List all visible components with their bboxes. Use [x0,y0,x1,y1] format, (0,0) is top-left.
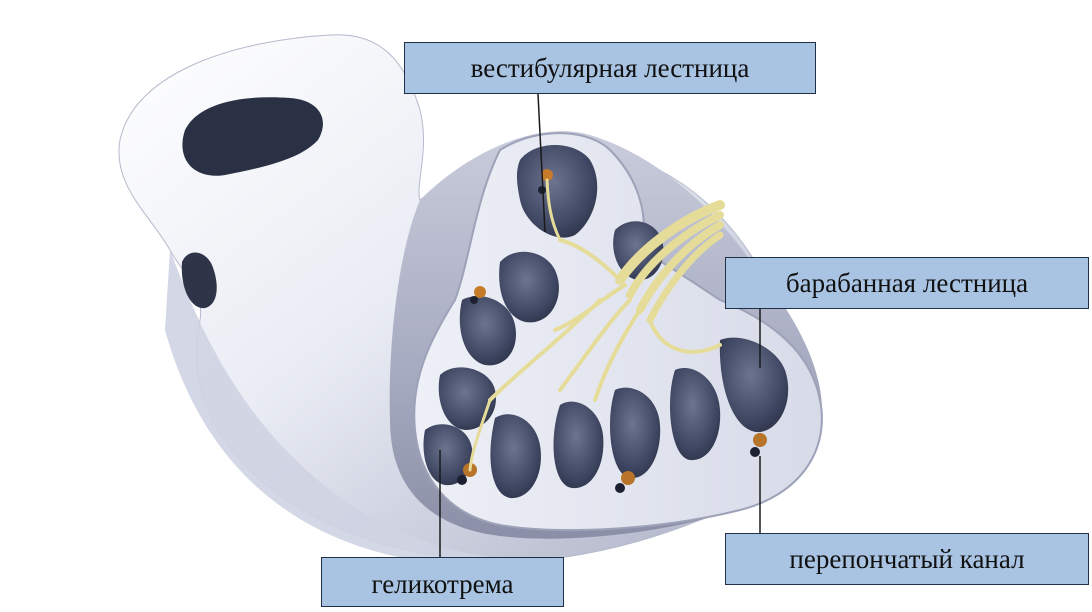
label-helicotrema: геликотрема [321,557,564,607]
label-tympanic-scala: барабанная лестница [725,257,1089,309]
label-vestibular-scala: вестибулярная лестница [404,42,816,94]
label-membranous-canal: перепончатый канал [725,533,1089,585]
